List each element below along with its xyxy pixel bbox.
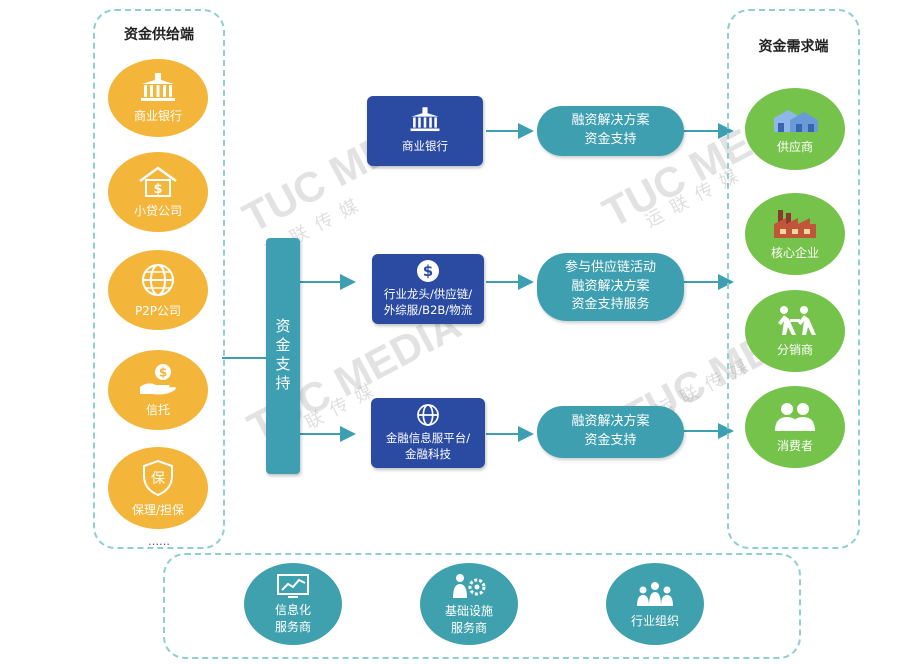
demand-item-consumer: 消费者 bbox=[745, 386, 845, 468]
supply-title: 资金供给端 bbox=[124, 27, 194, 43]
bottom-item-it-provider: 信息化 服务商 bbox=[244, 563, 342, 645]
gear-person-icon bbox=[453, 574, 486, 598]
bottom-item-infrastructure: 基础设施 服务商 bbox=[420, 563, 518, 645]
globe-icon bbox=[142, 263, 174, 296]
intermediary-label: 外综服/B2B/物流 bbox=[383, 303, 473, 317]
bottom-item-label: 服务商 bbox=[450, 621, 487, 635]
supply-item-label: 小贷公司 bbox=[133, 203, 182, 218]
factory-icon bbox=[774, 209, 816, 238]
service-line: 融资解决方案 bbox=[571, 113, 650, 129]
consumer-icon bbox=[775, 402, 815, 431]
supply-panel bbox=[93, 9, 225, 549]
supply-item-label: P2P公司 bbox=[134, 303, 182, 318]
intermediary-label: 行业龙头/供应链/ bbox=[383, 287, 473, 302]
svg-text:$: $ bbox=[423, 262, 433, 280]
bottom-item-label: 行业组织 bbox=[630, 613, 679, 628]
service-line: 资金支持服务 bbox=[571, 297, 650, 313]
bank-icon bbox=[141, 72, 175, 101]
house-dollar-icon: $ bbox=[139, 165, 177, 197]
intermediary-bank: 商业银行 bbox=[367, 96, 483, 166]
supply-item-factoring: 保 保理/担保 bbox=[108, 447, 208, 529]
demand-item-label: 核心企业 bbox=[770, 245, 819, 260]
supply-item-label: 信托 bbox=[145, 402, 170, 417]
supply-item-label: 保理/担保 bbox=[131, 502, 185, 517]
hand-coin-icon: $ bbox=[140, 363, 176, 394]
demand-item-label: 消费者 bbox=[776, 438, 813, 453]
bank-icon bbox=[410, 107, 440, 132]
capital-support-bar: 资金支持 bbox=[266, 238, 300, 474]
demand-title: 资金需求端 bbox=[758, 39, 829, 55]
supply-item-trust: $ 信托 bbox=[108, 350, 208, 430]
service-line: 资金支持 bbox=[584, 132, 637, 147]
service-pill-1: 融资解决方案 资金支持 bbox=[537, 106, 684, 156]
supply-item-microloan: $ 小贷公司 bbox=[108, 152, 208, 232]
group-icon bbox=[637, 581, 673, 606]
capital-support-label: 资金支持 bbox=[273, 318, 292, 394]
demand-panel bbox=[727, 9, 860, 549]
service-pill-2: 参与供应链活动 融资解决方案 资金支持服务 bbox=[537, 253, 684, 321]
service-line: 资金支持 bbox=[584, 433, 637, 448]
demand-item-label: 分销商 bbox=[776, 342, 813, 357]
supply-more: …… bbox=[148, 535, 170, 548]
service-pill-3: 融资解决方案 资金支持 bbox=[537, 406, 684, 458]
intermediary-label: 金融信息服平台/ bbox=[385, 431, 471, 446]
bottom-item-label: 信息化 bbox=[274, 603, 311, 617]
shield-char: 保 bbox=[151, 471, 165, 487]
intermediary-label: 金融科技 bbox=[405, 447, 451, 461]
service-provider-panel bbox=[163, 553, 801, 659]
svg-text:$: $ bbox=[159, 365, 167, 379]
demand-item-supplier: 供应商 bbox=[745, 88, 845, 170]
demand-item-core-enterprise: 核心企业 bbox=[745, 193, 845, 275]
bottom-item-label: 服务商 bbox=[274, 620, 311, 634]
intermediary-industry: $ 行业龙头/供应链/ 外综服/B2B/物流 bbox=[372, 254, 484, 324]
intermediary-fintech: 金融信息服平台/ 金融科技 bbox=[371, 398, 485, 468]
supply-item-label: 商业银行 bbox=[133, 108, 182, 123]
demand-item-distributor: 分销商 bbox=[745, 290, 845, 372]
intermediary-label: 商业银行 bbox=[402, 139, 448, 154]
globe-icon bbox=[417, 404, 439, 427]
dollar-icon: $ bbox=[417, 260, 439, 283]
service-line: 融资解决方案 bbox=[571, 414, 650, 430]
demand-item-label: 供应商 bbox=[776, 139, 813, 154]
svg-text:$: $ bbox=[153, 182, 162, 197]
supply-item-bank: 商业银行 bbox=[108, 59, 208, 137]
people-icon bbox=[778, 305, 816, 335]
warehouse-icon bbox=[774, 109, 818, 132]
shield-icon: 保 bbox=[143, 459, 173, 496]
bottom-item-label: 基础设施 bbox=[444, 604, 493, 618]
bottom-item-industry-org: 行业组织 bbox=[606, 563, 704, 645]
chart-screen-icon bbox=[277, 574, 309, 598]
supply-item-p2p: P2P公司 bbox=[108, 250, 208, 330]
service-line: 参与供应链活动 bbox=[564, 259, 656, 275]
service-line: 融资解决方案 bbox=[571, 278, 650, 294]
